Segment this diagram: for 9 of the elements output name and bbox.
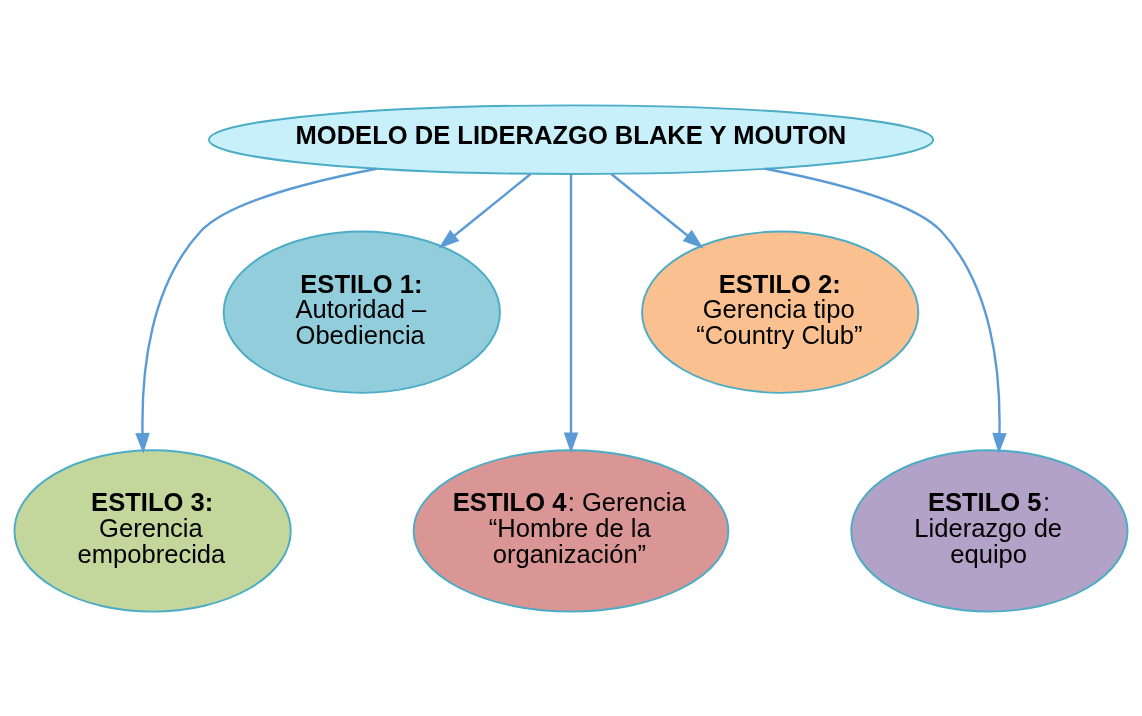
node-ellipse: ESTILO 5: Liderazgo de equipo xyxy=(850,448,1129,613)
arrow xyxy=(563,173,579,453)
node-ellipse: ESTILO 4: Gerencia “Hombre de la organización” xyxy=(412,448,730,613)
arrow xyxy=(135,167,377,454)
node-ellipse: MODELO DE LIDERAZGO BLAKE Y MOUTON xyxy=(207,103,935,175)
node-ellipse: ESTILO 3: Gerencia empobrecida xyxy=(13,448,292,613)
arrow xyxy=(438,172,532,248)
arrow xyxy=(765,167,1007,454)
arrow xyxy=(610,172,704,248)
